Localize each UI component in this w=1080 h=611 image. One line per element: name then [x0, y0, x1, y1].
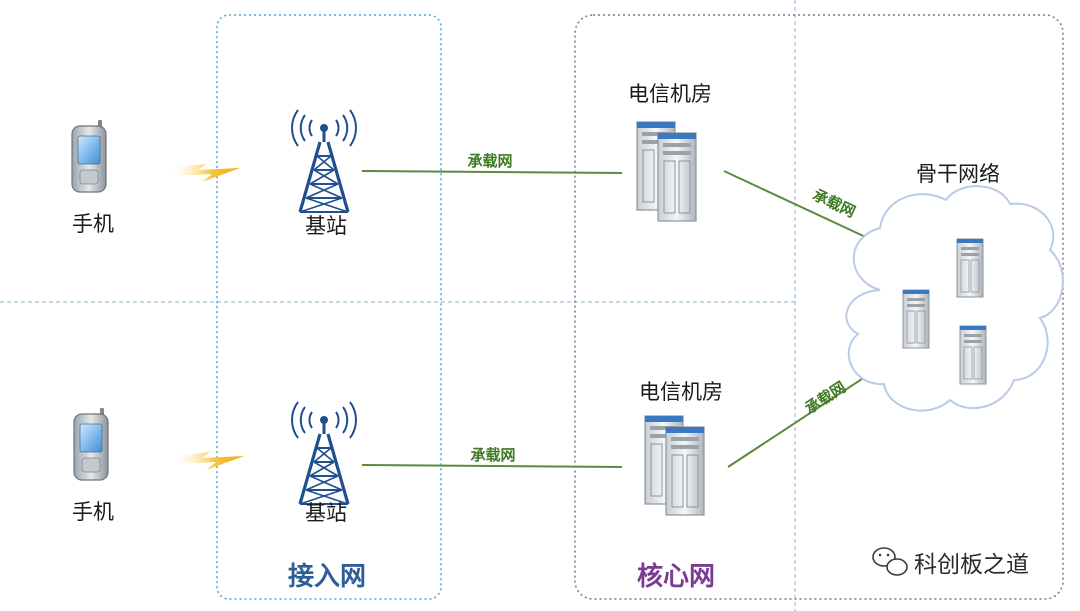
access-network-zone: [216, 14, 442, 600]
link-label-tower-room-bottom: 承载网: [470, 446, 515, 464]
core-network-label: 核心网: [637, 561, 715, 592]
server-rack-icon: [636, 121, 697, 222]
tower-label-top: 基站: [305, 214, 347, 238]
server-rack-icon: [959, 325, 987, 385]
link-room-cloud-bottom: [727, 374, 869, 468]
phone-icon: [71, 119, 107, 193]
link-tower-room-top: [361, 170, 623, 174]
cloud-icon: [845, 185, 1064, 412]
watermark-text: 科创板之道: [914, 552, 1029, 578]
cell-tower-icon: [290, 400, 358, 506]
phone-label-bottom: 手机: [72, 500, 114, 524]
server-rack-icon: [644, 415, 705, 516]
lightning-icon: [168, 164, 240, 182]
room-label-bottom: 电信机房: [639, 380, 723, 404]
cell-tower-icon: [290, 108, 358, 214]
backbone-label: 骨干网络: [916, 162, 1000, 186]
lightning-icon: [172, 452, 244, 470]
link-label-tower-room-top: 承载网: [467, 152, 512, 170]
link-label-room-cloud-bottom: 承载网: [801, 378, 849, 418]
phone-label-top: 手机: [72, 212, 114, 236]
room-label-top: 电信机房: [628, 82, 712, 106]
link-tower-room-bottom: [361, 464, 623, 468]
server-rack-icon: [956, 238, 984, 298]
access-network-label: 接入网: [288, 562, 366, 592]
tower-label-bottom: 基站: [305, 501, 347, 525]
wechat-icon: [872, 547, 908, 576]
server-rack-icon: [902, 289, 930, 349]
link-room-cloud-top: [723, 170, 873, 241]
phone-icon: [73, 407, 109, 481]
link-label-room-cloud-top: 承载网: [810, 186, 858, 221]
core-network-zone: [574, 14, 1064, 600]
